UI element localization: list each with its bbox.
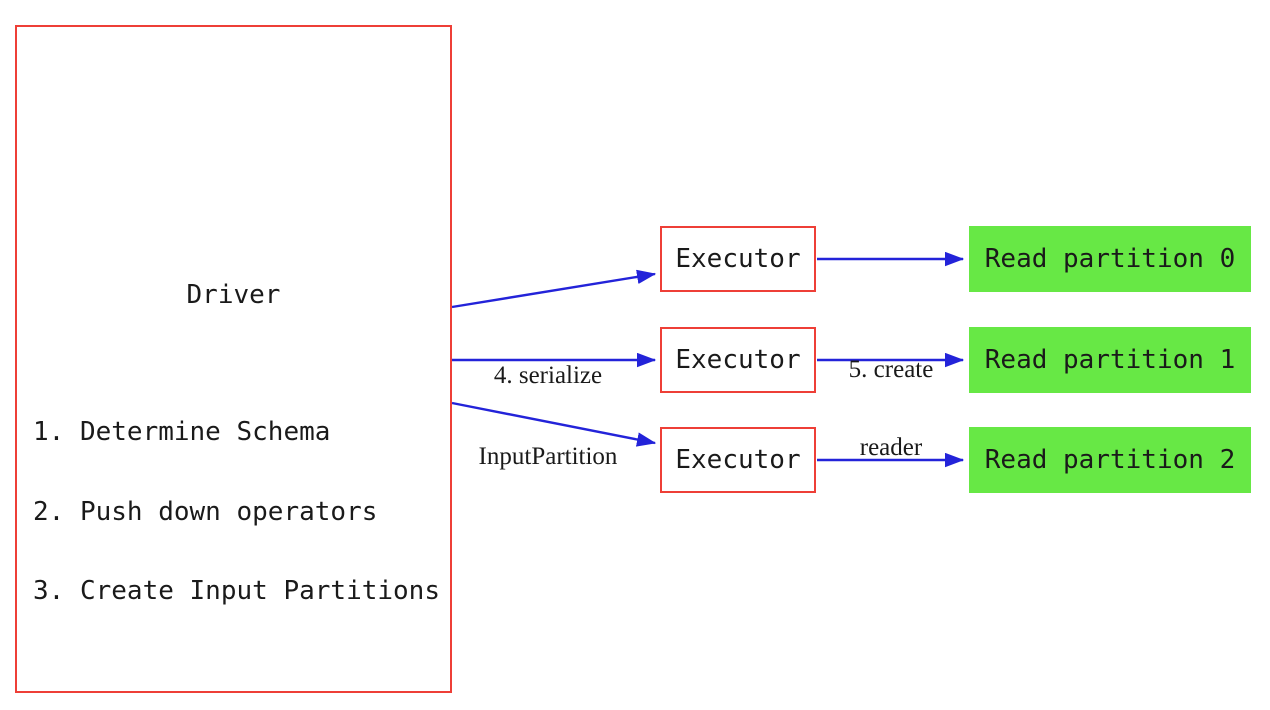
executor-label: Executor [675,244,801,274]
read-partition-label: Read partition 0 [984,244,1236,274]
edge-label-create-reader: 5. create reader [849,305,934,513]
read-partition-node-0: Read partition 0 [969,226,1251,292]
read-partition-label: Read partition 2 [984,445,1236,475]
edge-label-line: 5. create [848,356,934,383]
driver-title: Driver [186,280,281,310]
executor-node-1: Executor [660,226,816,292]
edge-label-line: 4. serialize [493,362,603,389]
edge-label-line: InputPartition [478,443,618,470]
edge-label-serialize-inputpartition: 4. serialize InputPartition [479,308,618,524]
executor-node-2: Executor [660,327,816,393]
edge-label-line: reader [859,434,923,461]
read-partition-label: Read partition 1 [984,345,1236,375]
driver-step: 2. Push down operators [33,496,378,527]
read-partition-node-1: Read partition 1 [969,327,1251,393]
arrow-driver-to-executor-1 [451,269,657,309]
read-partition-node-2: Read partition 2 [969,427,1251,493]
executor-label: Executor [675,345,801,375]
driver-node: Driver 1. Determine Schema 2. Push down … [15,25,452,693]
executor-label: Executor [675,445,801,475]
driver-step: 3. Create Input Partitions [33,576,440,606]
executor-node-3: Executor [660,427,816,493]
driver-steps-list: 1. Determine Schema 2. Push down operato… [33,366,440,658]
driver-step: 1. Determine Schema [33,417,331,447]
